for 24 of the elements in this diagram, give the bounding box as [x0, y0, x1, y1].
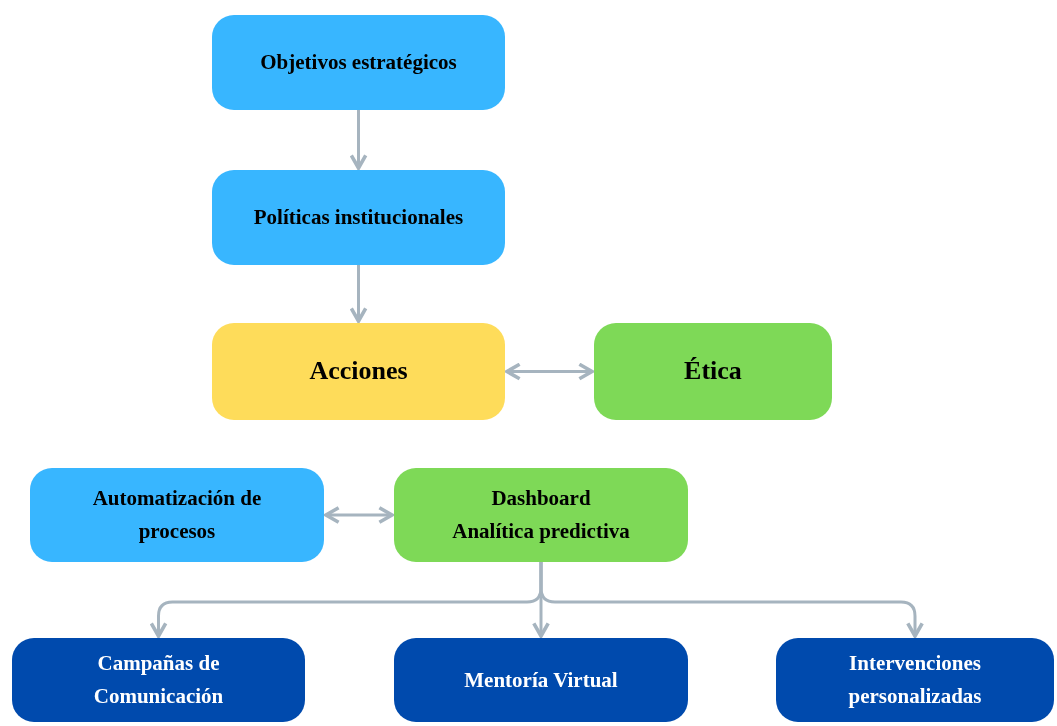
box-label: Acciones	[309, 355, 408, 388]
process-box	[776, 638, 1054, 722]
process-box	[394, 468, 688, 562]
process-box	[394, 638, 688, 722]
box-label: Ética	[684, 355, 742, 388]
arrow	[324, 506, 394, 524]
box-label: Campañas de Comunicación	[92, 650, 225, 710]
box-label: Políticas institucionales	[253, 204, 464, 232]
box-label: Automatización de procesos	[91, 485, 263, 545]
arrow	[539, 562, 924, 638]
process-box	[212, 170, 505, 265]
box-label: Mentoría Virtual	[464, 666, 618, 694]
process-box	[12, 638, 305, 722]
process-box	[212, 323, 505, 420]
arrow	[349, 265, 368, 323]
process-box	[594, 323, 832, 420]
arrow	[505, 362, 594, 381]
box-label: Intervenciones personalizadas	[847, 650, 983, 710]
process-box	[212, 15, 505, 110]
box-label: Objetivos estratégicos	[260, 49, 457, 77]
box-label: Dashboard	[491, 485, 591, 513]
box-label: Analítica predictiva	[452, 518, 630, 545]
process-box	[30, 468, 324, 562]
arrow	[349, 110, 368, 170]
